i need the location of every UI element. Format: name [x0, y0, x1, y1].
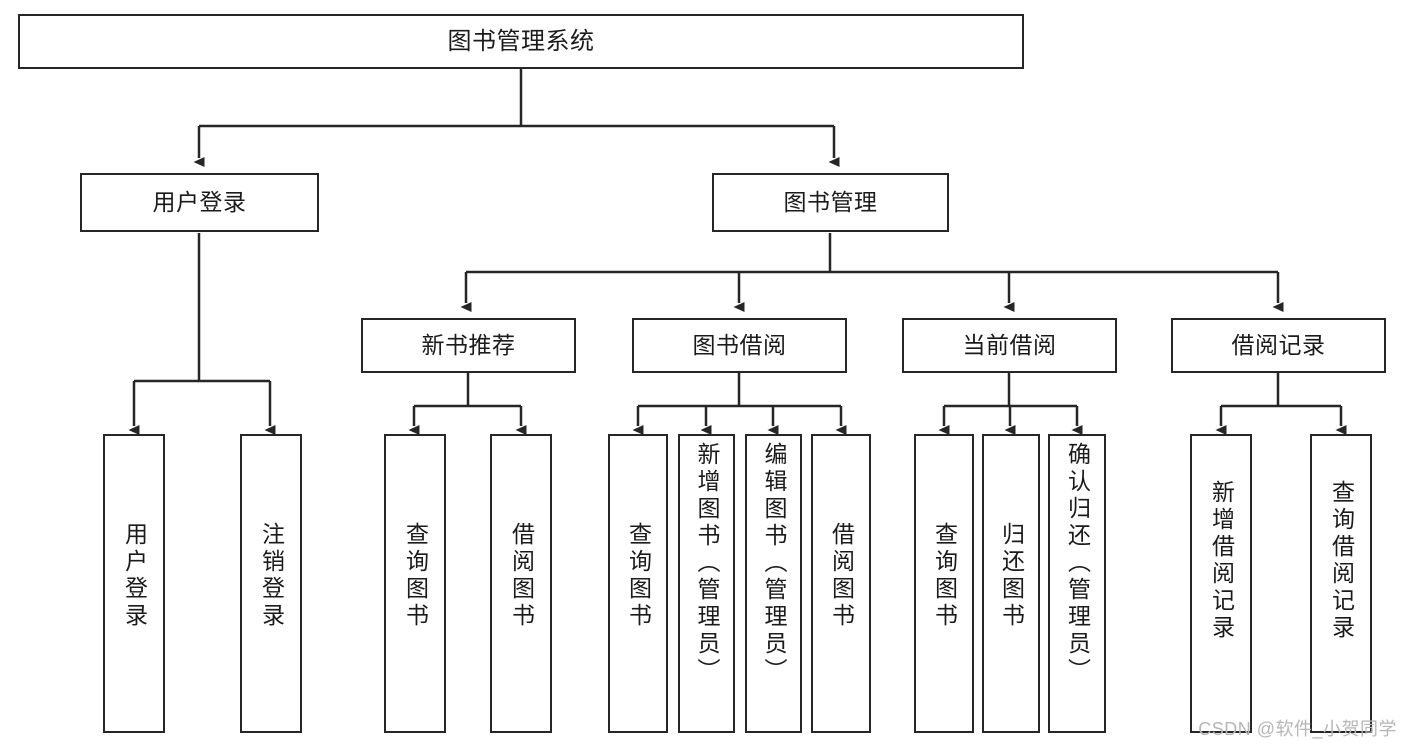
node-root-system[interactable]: 图书管理系统 — [18, 14, 1024, 69]
csdn-watermark: CSDN @软件_小贺同学 — [1198, 719, 1397, 739]
edge-userlogin-to-leaves — [128, 233, 276, 435]
node-label: 借阅记录 — [1231, 332, 1326, 359]
node-label: 图书借阅 — [692, 332, 787, 359]
node-label: 用户登录 — [152, 189, 247, 216]
node-label: 归还图书 — [998, 522, 1025, 630]
node-leaf-borrow-book-1[interactable]: 借阅图书 — [490, 434, 552, 733]
edge-bookborrow-to-leaves — [632, 373, 847, 435]
node-leaf-logout[interactable]: 注销登录 — [240, 434, 302, 733]
edge-newbook-to-leaves — [408, 373, 527, 435]
node-leaf-add-book-admin[interactable]: 新增图书（管理员） — [678, 434, 735, 733]
node-leaf-edit-book-admin[interactable]: 编辑图书（管理员） — [745, 434, 802, 733]
node-label: 当前借阅 — [962, 332, 1057, 359]
node-label: 编辑图书（管理员） — [761, 442, 787, 685]
edge-borrowrecord-to-leaves — [1215, 373, 1347, 435]
node-leaf-query-book-1[interactable]: 查询图书 — [384, 434, 446, 733]
node-label: 借阅图书 — [508, 522, 535, 630]
node-new-book-recommend[interactable]: 新书推荐 — [361, 318, 576, 373]
node-label: 查询图书 — [931, 522, 958, 630]
edge-currentborrow-to-leaves — [938, 373, 1083, 435]
node-leaf-query-borrow-record[interactable]: 查询借阅记录 — [1310, 434, 1372, 733]
node-label: 查询图书 — [402, 522, 429, 630]
node-book-manage[interactable]: 图书管理 — [712, 173, 949, 232]
node-leaf-query-book-2[interactable]: 查询图书 — [608, 434, 668, 733]
edge-bookmanage-to-level2 — [460, 233, 1284, 312]
node-leaf-confirm-return-admin[interactable]: 确认归还（管理员） — [1048, 434, 1106, 733]
node-label: 查询图书 — [625, 522, 652, 630]
node-label: 注销登录 — [258, 522, 285, 630]
node-current-borrow[interactable]: 当前借阅 — [902, 318, 1117, 373]
node-leaf-user-login[interactable]: 用户登录 — [103, 434, 165, 733]
node-label: 新书推荐 — [421, 332, 516, 359]
node-label: 查询借阅记录 — [1328, 480, 1355, 642]
node-label: 新增借阅记录 — [1208, 480, 1235, 642]
node-leaf-query-book-3[interactable]: 查询图书 — [914, 434, 974, 733]
node-label: 确认归还（管理员） — [1064, 442, 1091, 685]
node-user-login[interactable]: 用户登录 — [80, 173, 319, 232]
node-label: 图书管理系统 — [447, 27, 595, 55]
node-label: 图书管理 — [783, 189, 878, 216]
node-leaf-borrow-book-2[interactable]: 借阅图书 — [811, 434, 871, 733]
node-leaf-return-book[interactable]: 归还图书 — [982, 434, 1040, 733]
node-book-borrow[interactable]: 图书借阅 — [632, 318, 847, 373]
node-label: 新增图书（管理员） — [694, 442, 720, 685]
node-label: 借阅图书 — [828, 522, 855, 630]
edge-root-to-level1 — [193, 69, 840, 167]
node-borrow-record[interactable]: 借阅记录 — [1171, 318, 1386, 373]
node-label: 用户登录 — [121, 522, 148, 630]
node-leaf-add-borrow-record[interactable]: 新增借阅记录 — [1190, 434, 1252, 733]
